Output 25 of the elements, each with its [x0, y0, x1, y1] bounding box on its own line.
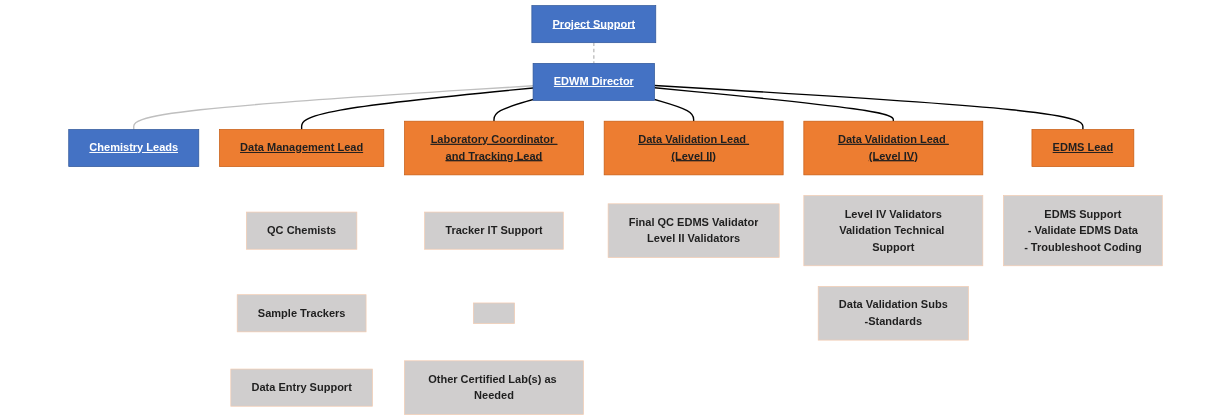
node-box: Chemistry Leads	[68, 129, 200, 167]
node-box	[473, 302, 515, 324]
node-box: Other Certified Lab(s) as Needed	[404, 360, 584, 415]
node-box: Project Support	[531, 5, 657, 44]
node-box: EDMS Lead	[1031, 129, 1135, 167]
connector	[653, 84, 1084, 131]
connector	[593, 42, 595, 65]
node-box: Data Validation Lead (Level IV)	[803, 120, 984, 176]
node-box: Final QC EDMS Validator Level II Validators	[607, 203, 780, 258]
node-box: Level IV Validators Validation Technical Support	[803, 195, 984, 267]
node-box: EDWM Director	[532, 63, 655, 101]
node-box: Laboratory Coordinator and Tracking Lead	[404, 120, 584, 176]
connector	[653, 98, 695, 122]
node-box: Data Management Lead	[219, 129, 385, 167]
node-box: Sample Trackers	[236, 294, 367, 333]
node-box: Data Validation Lead (Level II)	[603, 120, 784, 176]
node-box: Data Validation Subs -Standards	[817, 286, 969, 341]
node-box: Tracker IT Support	[424, 211, 564, 250]
node-box: QC Chemists	[246, 211, 358, 250]
connector	[300, 87, 534, 131]
connector	[493, 98, 534, 122]
node-box: EDMS Support - Validate EDMS Data - Troubleshoot Coding	[1003, 195, 1163, 267]
connector	[133, 85, 534, 131]
connector	[653, 87, 894, 122]
node-box: Data Entry Support	[230, 368, 373, 407]
